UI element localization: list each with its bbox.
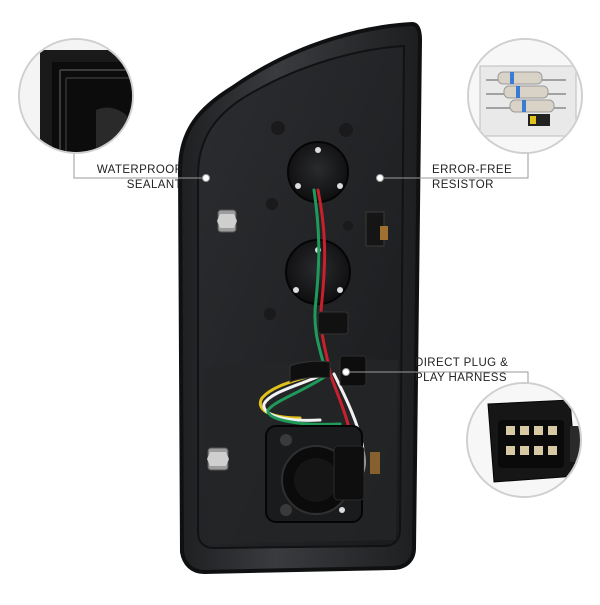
resistor-detail-icon <box>467 38 583 154</box>
upper-socket <box>287 141 349 203</box>
label-line: RESISTOR <box>432 179 494 191</box>
label-line: DIRECT PLUG & <box>415 357 509 369</box>
error-free-resistor-label: ERROR-FREE RESISTOR <box>432 163 542 193</box>
plug-play-harness-label: DIRECT PLUG & PLAY HARNESS <box>415 356 555 386</box>
mounting-stud-lower <box>207 447 229 471</box>
callout-dot-harness <box>342 368 350 376</box>
label-line: SEALANT <box>126 179 182 191</box>
harness-connector <box>317 311 349 335</box>
label-line: ERROR-FREE <box>432 164 513 176</box>
label-line: WATERPROOF <box>96 164 182 176</box>
connector-detail-icon <box>466 382 582 498</box>
callout-dot-resistor <box>376 174 384 182</box>
callout-lines <box>73 150 529 384</box>
sealant-detail-icon <box>18 38 134 154</box>
waterproof-sealant-label: WATERPROOF SEALANT <box>96 163 182 193</box>
mounting-stud-upper <box>217 209 237 233</box>
callout-dot-sealant <box>202 174 210 182</box>
label-line: PLAY HARNESS <box>415 372 507 384</box>
